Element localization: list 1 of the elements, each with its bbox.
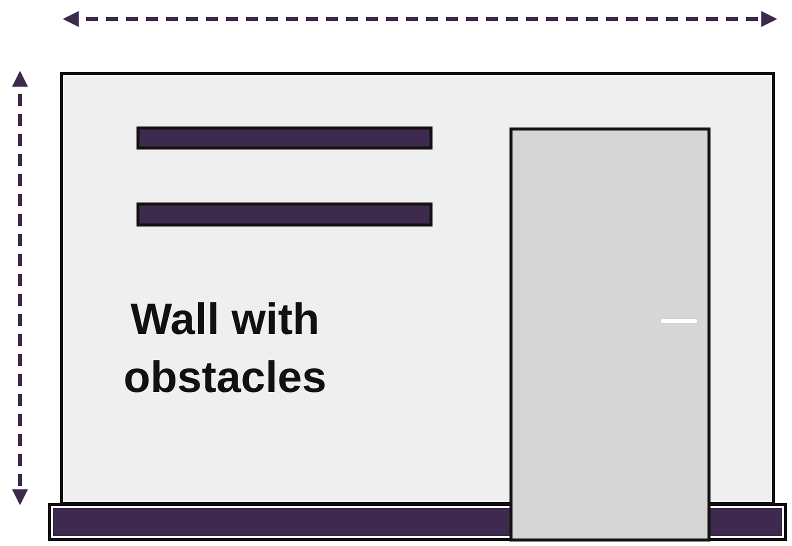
wall-label: Wall with obstacles	[122, 294, 328, 404]
